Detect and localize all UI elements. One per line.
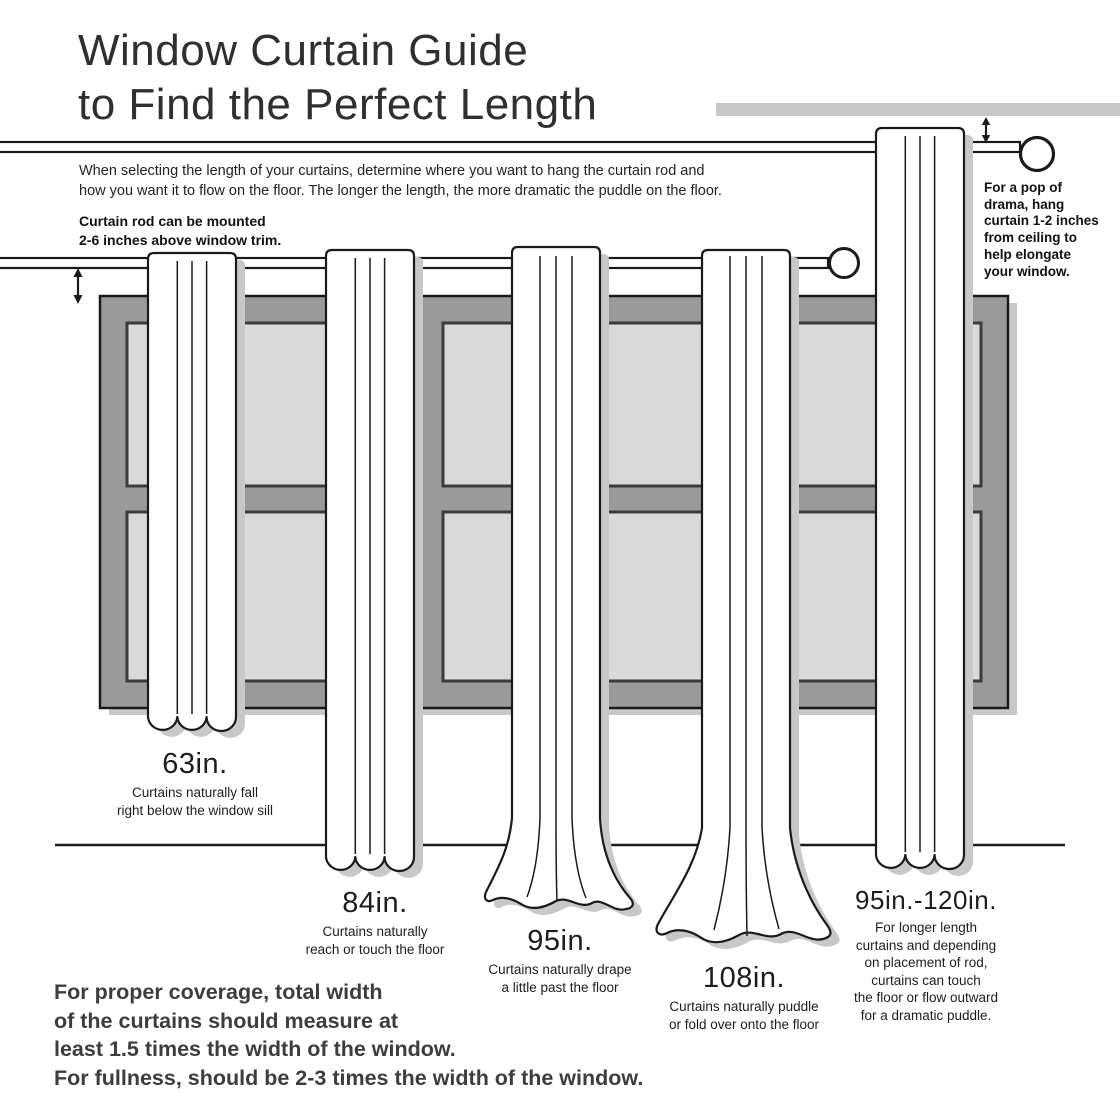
curtain-95in xyxy=(483,245,642,917)
rod-lower-finial xyxy=(828,247,860,279)
curtain-rod-upper xyxy=(0,135,1056,173)
mount-height-arrow-icon xyxy=(73,268,83,304)
rod-mount-note: Curtain rod can be mounted 2-6 inches ab… xyxy=(79,213,282,248)
measurement-95in: 95in. Curtains naturally drape a little … xyxy=(465,925,655,996)
curtain-63in xyxy=(146,251,245,738)
measurement-95in-desc: Curtains naturally drape a little past t… xyxy=(488,962,632,995)
measurement-63in-label: 63in. xyxy=(162,748,228,780)
page-title: Window Curtain Guide to Find the Perfect… xyxy=(78,26,598,129)
measurement-95-120in-desc: For longer length curtains and depending… xyxy=(853,920,999,1023)
measurement-63in-desc: Curtains naturally fall right below the … xyxy=(116,785,274,818)
intro-text: When selecting the length of your curtai… xyxy=(79,163,722,200)
ceiling-gap-arrow-icon xyxy=(981,117,991,143)
curtain-95-120in-folds xyxy=(904,136,936,852)
ceiling-bar xyxy=(716,103,1120,116)
measurement-95-120in: 95in.-120in. For longer length curtains … xyxy=(835,885,1017,1024)
curtain-108in xyxy=(655,248,840,950)
curtain-84in xyxy=(324,248,423,878)
curtain-63in-folds xyxy=(176,261,208,714)
ceiling-tip-note: For a pop of drama, hang curtain 1-2 inc… xyxy=(984,180,1099,279)
measurement-95in-label: 95in. xyxy=(527,925,593,957)
curtain-95in-folds xyxy=(526,256,587,902)
measurement-84in-label: 84in. xyxy=(342,887,408,919)
curtain-84in-folds xyxy=(354,258,386,854)
coverage-note: For proper coverage, total width of the … xyxy=(54,980,644,1090)
measurement-108in-label: 108in. xyxy=(702,962,785,994)
curtain-95-120in xyxy=(874,126,973,877)
measurement-108in-desc: Curtains naturally puddle or fold over o… xyxy=(668,999,820,1032)
rod-upper-finial xyxy=(1018,135,1056,173)
rod-upper-bar xyxy=(0,140,1022,154)
measurement-63in: 63in. Curtains naturally fall right belo… xyxy=(100,748,290,819)
curtain-108in-folds xyxy=(713,256,780,937)
measurement-108in: 108in. Curtains naturally puddle or fold… xyxy=(645,962,843,1033)
measurement-95-120in-label: 95in.-120in. xyxy=(855,885,997,915)
measurement-84in: 84in. Curtains naturally reach or touch … xyxy=(285,887,465,958)
measurement-84in-desc: Curtains naturally reach or touch the fl… xyxy=(305,924,445,957)
